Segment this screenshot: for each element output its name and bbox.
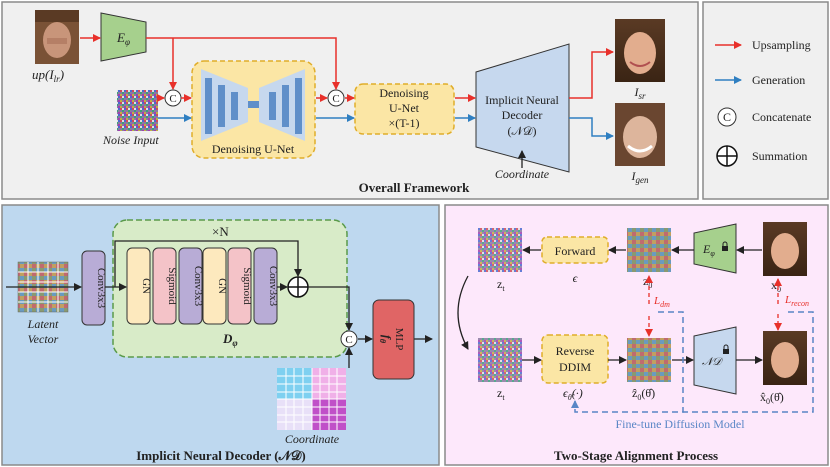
- noise-input-label: Noise Input: [102, 133, 159, 147]
- concat-symbol-2: C: [332, 93, 339, 105]
- residual-block-label: Dφ: [222, 331, 238, 348]
- epsilon-label: ϵ: [573, 271, 579, 285]
- latent-label-1: Latent: [27, 317, 59, 331]
- tsa-decoder-block: [693, 326, 737, 395]
- conv-label-3: Conv3x3: [267, 266, 279, 307]
- l-dm-label: Ldm: [653, 295, 670, 309]
- unet2-line3: ×(T-1): [389, 116, 420, 130]
- implicit-neural-decoder-block: [475, 43, 570, 173]
- tsa-panel-title: Two-Stage Alignment Process: [554, 448, 718, 463]
- concat-symbol-1: C: [169, 93, 176, 105]
- legend-concat-symbol: C: [723, 110, 731, 124]
- lowres-input-image: [35, 10, 79, 64]
- latent-label-2: Vector: [28, 332, 59, 346]
- ind-panel-title: Implicit Neural Decoder (𝒩𝒟): [136, 448, 306, 463]
- l-recon-label: Lrecon: [784, 294, 809, 308]
- tsa-encoder-block: [693, 223, 737, 274]
- overall-framework-title: Overall Framework: [359, 180, 471, 195]
- decoder-lock-icon: [723, 344, 729, 354]
- input-label: up(Ilr): [32, 67, 64, 84]
- output-gen-image: [615, 103, 665, 166]
- zt-bottom-image: [478, 338, 522, 382]
- unet-bars: [205, 78, 302, 134]
- ind-conv-block: [81, 250, 106, 326]
- output-gen-label: Igen: [631, 169, 649, 185]
- legend-concatenate-label: Concatenate: [752, 110, 811, 124]
- denoising-unet-repeat-block: [354, 83, 455, 135]
- tsa-decoder-label: 𝒩𝒟: [702, 356, 724, 368]
- ind-concat-node: [340, 330, 358, 348]
- loss-arrows: [645, 275, 782, 337]
- x0-image: [763, 222, 807, 276]
- coordinate-grid: [277, 368, 346, 430]
- mlp-f-label: fθ: [378, 335, 394, 344]
- forward-label: Forward: [555, 244, 596, 258]
- forward-block: [541, 236, 609, 264]
- concat-node-2: [327, 89, 345, 107]
- decoder-line2: Decoder: [502, 108, 543, 122]
- z0hat-label: ẑ0(θ̂): [632, 386, 655, 402]
- output-sr-label: Isr: [633, 85, 646, 101]
- unet1-label: Denoising U-Net: [212, 142, 295, 156]
- mlp-block: [372, 299, 415, 380]
- encoder-lock-icon: [722, 241, 728, 251]
- encoder-label: Eφ: [116, 30, 130, 47]
- gn-label-2: GN: [216, 278, 228, 294]
- legend-upsampling-label: Upsampling: [752, 38, 811, 52]
- ind-concat-symbol: C: [345, 334, 352, 346]
- zt-top-image: [478, 228, 522, 272]
- legend-summation-icon: [716, 145, 738, 167]
- upsampling-arrows: [80, 34, 614, 102]
- zt-top-label: zt: [497, 277, 505, 293]
- output-sr-image: [615, 19, 665, 82]
- sigmoid-label-1: Sigmoid: [166, 267, 178, 305]
- reverse-ddim-block: [541, 334, 609, 384]
- mlp-label: MLP: [393, 328, 405, 351]
- reverse-line1: Reverse: [556, 344, 595, 358]
- ind-conv-label: Conv3x3: [95, 268, 107, 309]
- conv-label-2: Conv3x3: [192, 266, 204, 307]
- ind-summation-node: [287, 276, 309, 298]
- z0hat-image: [627, 338, 671, 382]
- encoder-block: [100, 12, 147, 62]
- zt-bottom-label: zt: [497, 386, 505, 402]
- tsa-encoder-label: Eφ: [702, 242, 715, 258]
- gn-label-1: GN: [140, 278, 152, 294]
- z0-image: [627, 228, 671, 272]
- coordinate-label: Coordinate: [495, 167, 550, 181]
- residual-inner-blocks: [126, 247, 278, 325]
- legend-generation-label: Generation: [752, 73, 805, 87]
- generation-arrows: [158, 114, 614, 140]
- sigmoid-label-2: Sigmoid: [241, 267, 253, 305]
- legend-summation-label: Summation: [752, 149, 807, 163]
- repeat-label: ×N: [212, 224, 229, 239]
- ind-coordinate-label: Coordinate: [285, 432, 340, 446]
- finetune-label: Fine-tune Diffusion Model: [615, 417, 745, 431]
- reverse-line2: DDIM: [559, 360, 591, 374]
- decoder-line3: (𝒩𝒟): [507, 124, 536, 138]
- unet2-line2: U-Net: [389, 101, 420, 115]
- decoder-line1: Implicit Neural: [485, 93, 559, 107]
- finetune-path: [571, 311, 814, 413]
- noise-input-image: [117, 90, 158, 131]
- legend-panel: [702, 1, 829, 200]
- eps-theta-label: ϵθ̂(·): [563, 386, 583, 402]
- ind-arrows: [105, 240, 433, 368]
- x0hat-image: [763, 331, 807, 385]
- legend-concat-circle: [717, 107, 737, 127]
- unet2-line1: Denoising: [379, 86, 428, 100]
- x0hat-label: x̂0(θ̂): [760, 390, 784, 406]
